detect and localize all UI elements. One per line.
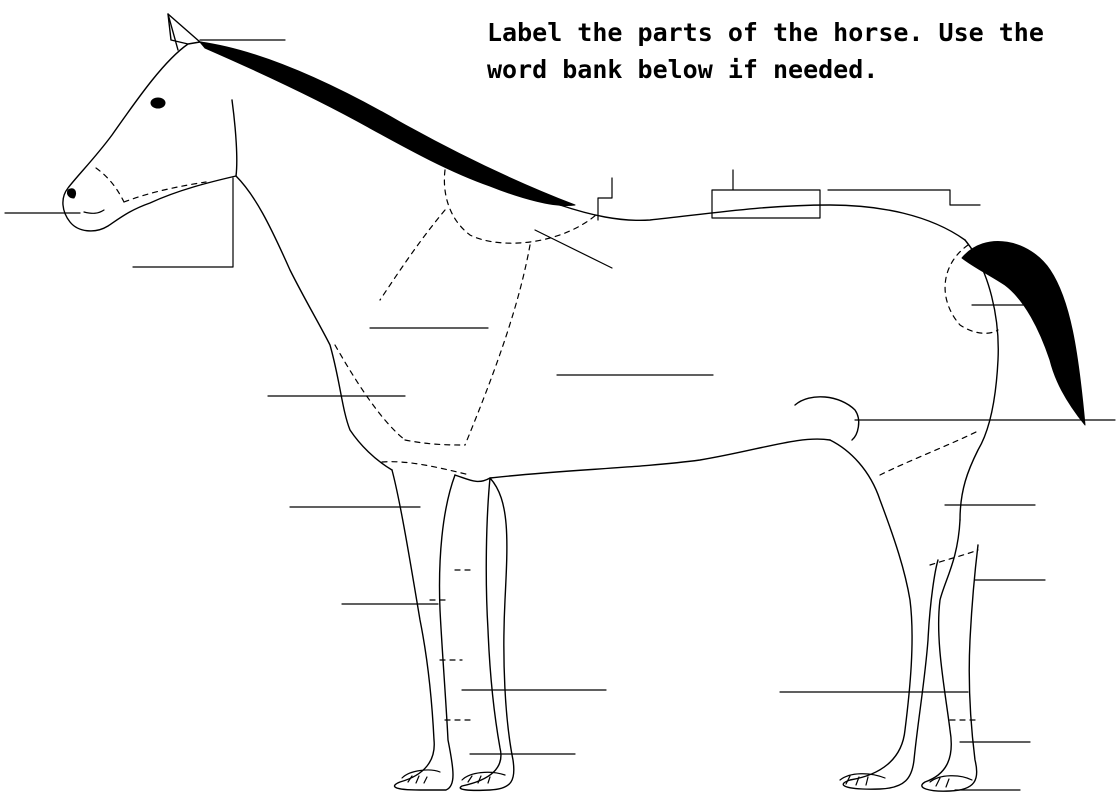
horse-belly [490, 439, 830, 478]
horse-back [560, 205, 965, 240]
region-dashes [96, 168, 998, 720]
hoof-hind-near [930, 776, 972, 787]
horse-rump [960, 240, 998, 520]
hoof-hind-far [840, 774, 885, 785]
label-line-loin [828, 190, 980, 205]
horse-mane [200, 42, 575, 206]
horse-outline [63, 14, 998, 791]
label-line-withers [598, 178, 612, 220]
label-line-shoulder [535, 230, 612, 268]
horse-throat [236, 176, 392, 470]
horse-jaw [232, 100, 237, 176]
horse-nostril [67, 189, 75, 198]
horse-mouth [84, 210, 104, 213]
horse-hind-leg-far [830, 440, 938, 789]
horse-hind-leg-near [922, 520, 978, 791]
horse-front-leg-near [392, 470, 455, 790]
horse-eye [151, 98, 165, 108]
label-line-throatlatch [133, 178, 233, 267]
label-lines [5, 40, 1115, 790]
horse-stifle [795, 397, 859, 440]
hooves [402, 770, 972, 787]
hoof-front-far [462, 772, 505, 783]
horse-front-leg-far [455, 475, 514, 790]
